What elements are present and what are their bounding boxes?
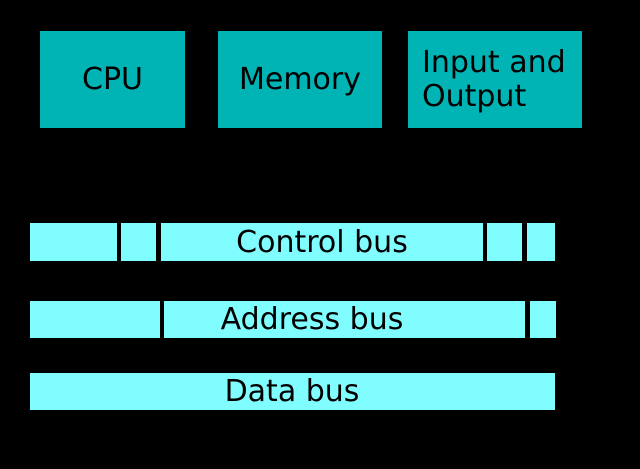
- address-bus-segment-3[interactable]: [530, 301, 556, 338]
- unit-box-memory[interactable]: Memory: [218, 31, 382, 128]
- bus-row-control-bus[interactable]: Control bus: [0, 223, 640, 261]
- address-bus-segment-1[interactable]: [30, 301, 160, 338]
- control-bus-segment-2[interactable]: [121, 223, 156, 261]
- address-bus-segment-2[interactable]: [164, 301, 525, 338]
- unit-box-cpu[interactable]: CPU: [40, 31, 185, 128]
- control-bus-segment-1[interactable]: [30, 223, 117, 261]
- unit-label-memory: Memory: [238, 61, 361, 97]
- control-bus-segment-5[interactable]: [527, 223, 555, 261]
- bus-row-address-bus[interactable]: Address bus: [0, 301, 640, 338]
- unit-label-cpu: CPU: [82, 61, 143, 97]
- unit-label-input-output: Input and Output: [422, 44, 566, 114]
- data-bus-segment-1[interactable]: [30, 373, 555, 410]
- control-bus-segment-4[interactable]: [487, 223, 522, 261]
- control-bus-segment-3[interactable]: [161, 223, 483, 261]
- bus-row-data-bus[interactable]: Data bus: [0, 373, 640, 410]
- unit-box-input-output[interactable]: Input and Output: [408, 31, 582, 128]
